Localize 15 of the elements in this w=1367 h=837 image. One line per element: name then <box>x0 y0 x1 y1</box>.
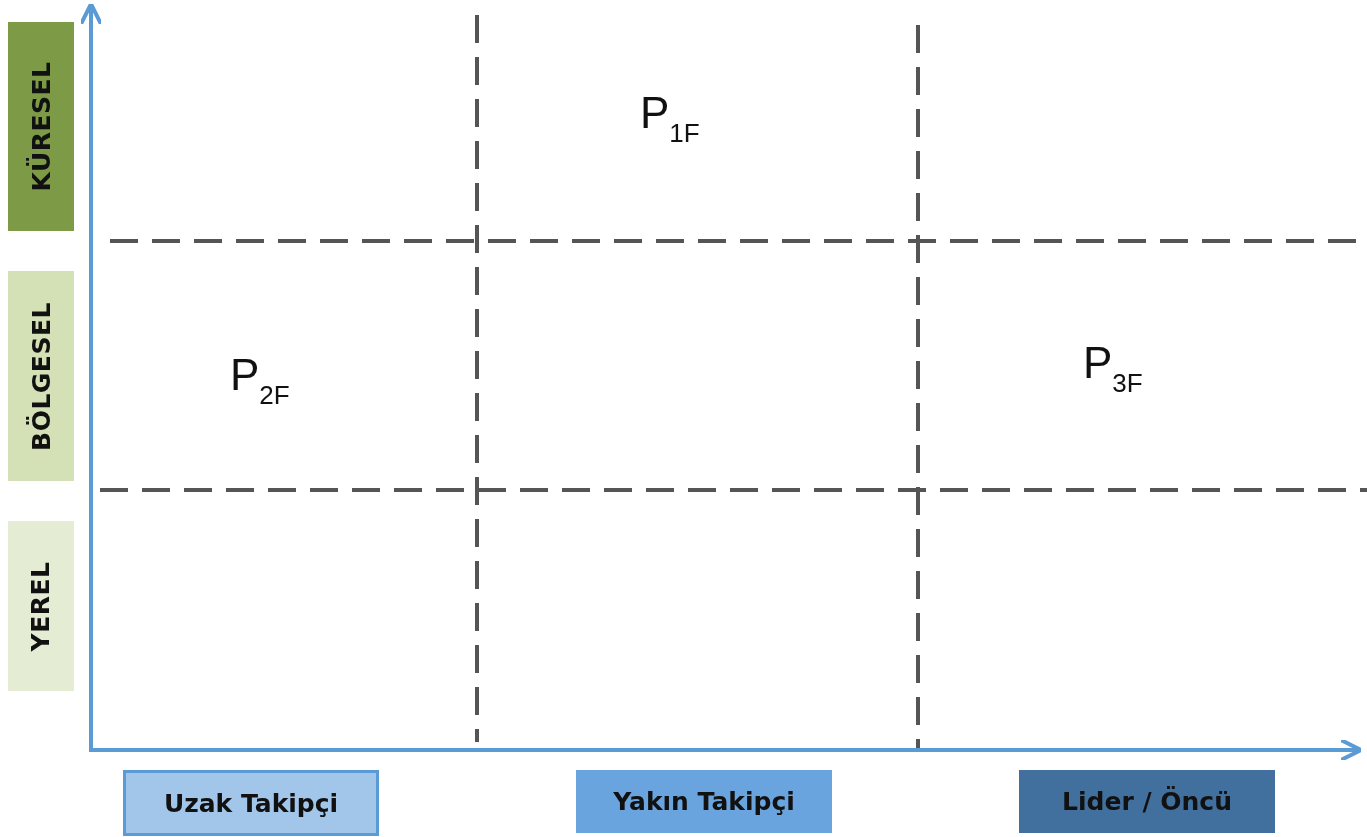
position-label: P$_{2F}$ <box>230 350 290 411</box>
category-box <box>8 271 74 481</box>
category-label: YEREL <box>26 561 56 651</box>
position-label: P$_{1F}$ <box>640 88 700 149</box>
category-box <box>576 770 832 833</box>
category-label: BÖLGESEL <box>26 301 56 451</box>
category-label: Lider / Öncü <box>1062 787 1232 816</box>
category-label: KÜRESEL <box>26 61 56 192</box>
category-box <box>123 770 379 836</box>
position-label: P$_{3F}$ <box>1083 338 1143 399</box>
category-box <box>1019 770 1275 833</box>
category-box <box>8 521 74 691</box>
category-label: Uzak Takipçi <box>163 788 339 818</box>
category-box <box>8 22 74 231</box>
category-label: Yakın Takipçi <box>613 787 795 816</box>
